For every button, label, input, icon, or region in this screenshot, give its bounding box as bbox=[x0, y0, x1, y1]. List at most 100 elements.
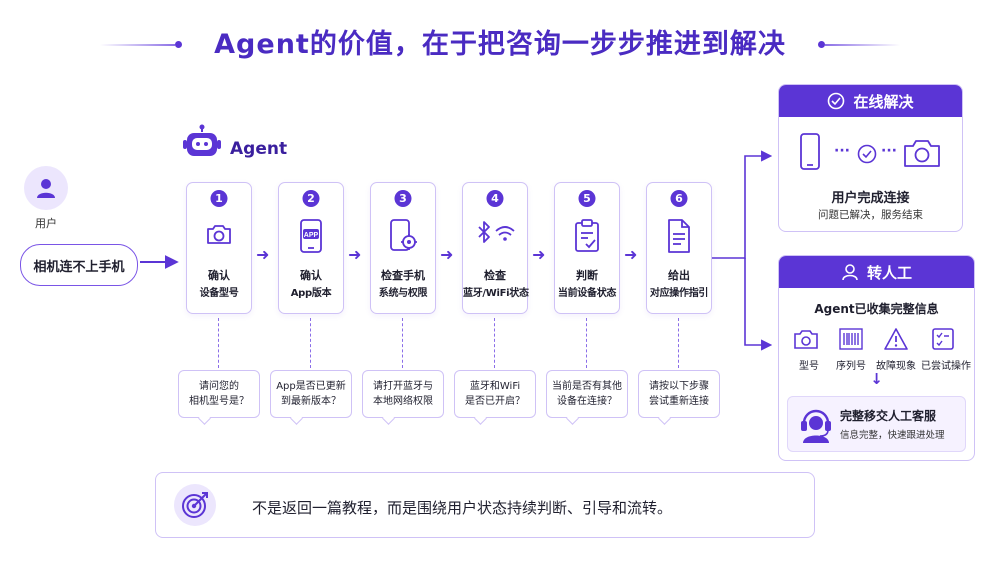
question-line: 本地网络权限 bbox=[373, 396, 433, 407]
title-dot-left bbox=[175, 41, 182, 48]
camera-icon bbox=[904, 140, 940, 167]
step-number: 4 bbox=[486, 190, 504, 207]
phone-settings-icon bbox=[390, 219, 417, 251]
step-card-1: 1 确认 设备型号 bbox=[186, 182, 252, 314]
step-number: 6 bbox=[670, 190, 688, 207]
document-icon bbox=[668, 219, 690, 253]
user-icon bbox=[37, 179, 55, 198]
dashed-connector bbox=[402, 318, 403, 368]
page-title: Agent的价值，在于把咨询一步步推进到解决 bbox=[214, 29, 786, 60]
step-card-2: 2 APP 确认 App版本 bbox=[278, 182, 344, 314]
person-icon bbox=[842, 264, 858, 281]
question-line: 请按以下步骤 bbox=[649, 381, 709, 392]
collected-info-title: Agent已收集完整信息 bbox=[814, 302, 939, 316]
step-title: 给出 bbox=[668, 269, 690, 282]
step-number: 5 bbox=[578, 190, 596, 207]
step-number: 1 bbox=[210, 190, 228, 207]
title-decoration-right bbox=[825, 44, 900, 46]
dashed-connector bbox=[310, 318, 311, 368]
camera-icon bbox=[794, 330, 818, 349]
step-card-3: 3 检查手机 系统与权限 bbox=[370, 182, 436, 314]
step-subtitle: 设备型号 bbox=[199, 288, 239, 299]
app-phone-icon: APP bbox=[300, 219, 322, 253]
question-line: 请问您的 bbox=[199, 381, 239, 392]
step-title: 判断 bbox=[576, 269, 598, 282]
svg-text:APP: APP bbox=[304, 232, 319, 239]
step-title: 检查 bbox=[484, 269, 506, 282]
summary-box bbox=[155, 472, 815, 538]
question-line: 设备在连接？ bbox=[557, 396, 617, 407]
step-number: 2 bbox=[302, 190, 320, 207]
step-title: 确认 bbox=[208, 269, 230, 282]
question-line: 当前是否有其他 bbox=[552, 381, 622, 392]
dashed-connector bbox=[586, 318, 587, 368]
checklist-icon bbox=[932, 328, 954, 350]
step-title: 检查手机 bbox=[381, 269, 425, 282]
step-arrow: ➜ bbox=[348, 245, 362, 264]
step-card-4: 4 检查 蓝牙/WiFi状态 bbox=[462, 182, 529, 314]
transfer-human-panel: 转人工 Agent已收集完整信息 型号 序列号 故障现象 已尝试操作 ↓ 完整移… bbox=[778, 255, 975, 461]
user-label: 用户 bbox=[35, 217, 57, 230]
question-line: 蓝牙和WiFi bbox=[469, 381, 521, 392]
step-subtitle: 当前设备状态 bbox=[557, 288, 617, 299]
step-subtitle: 系统与权限 bbox=[378, 288, 428, 299]
question-line: 到最新版本？ bbox=[281, 396, 341, 407]
human-agent-title: 完整移交人工客服 bbox=[840, 409, 937, 423]
warning-icon bbox=[884, 328, 908, 350]
question-line: 请打开蓝牙与 bbox=[373, 381, 433, 392]
summary-text: 不是返回一篇教程，而是围绕用户状态持续判断、引导和流转。 bbox=[252, 499, 673, 517]
agent-label: Agent bbox=[230, 139, 288, 159]
dashed-connector bbox=[678, 318, 679, 368]
phone-icon bbox=[800, 133, 820, 170]
check-circle-icon bbox=[828, 92, 845, 110]
dashed-connector bbox=[494, 318, 495, 368]
step-arrow: ➜ bbox=[440, 245, 454, 264]
step-subtitle: App版本 bbox=[290, 288, 332, 299]
robot-icon bbox=[183, 124, 221, 156]
headset-agent-icon bbox=[801, 409, 831, 443]
question-line: 尝试重新连接 bbox=[649, 396, 709, 407]
step-subtitle: 蓝牙/WiFi状态 bbox=[463, 288, 529, 299]
info-item-label: 故障现象 bbox=[876, 361, 916, 372]
check-circle-icon bbox=[857, 144, 877, 164]
question-bubble-1: 请问您的 相机型号是？ bbox=[178, 370, 260, 418]
step-card-5: 5 判断 当前设备状态 bbox=[554, 182, 620, 314]
user-avatar bbox=[24, 166, 68, 210]
target-icon bbox=[182, 492, 208, 518]
bluetooth-wifi-icon bbox=[478, 221, 515, 243]
target-icon-wrap bbox=[174, 484, 216, 526]
online-resolve-panel: 在线解决 ··· ··· 用户完成连接 问题已解决，服务结束 bbox=[778, 84, 963, 232]
info-item-label: 序列号 bbox=[836, 361, 866, 372]
online-panel-title: 在线解决 bbox=[853, 92, 914, 111]
step-arrow: ➜ bbox=[532, 245, 546, 264]
barcode-icon bbox=[839, 328, 863, 350]
camera-icon bbox=[207, 225, 231, 244]
user-message-bubble: 相机连不上手机 bbox=[20, 244, 138, 286]
step-arrow: ➜ bbox=[256, 245, 270, 264]
human-agent-card: 完整移交人工客服 信息完整，快速跟进处理 bbox=[787, 396, 966, 452]
dashed-connector bbox=[218, 318, 219, 368]
clipboard-check-icon bbox=[575, 219, 599, 252]
title-decoration-left bbox=[100, 44, 175, 46]
step-number: 3 bbox=[394, 190, 412, 207]
info-item-label: 型号 bbox=[799, 361, 819, 372]
title-dot-right bbox=[818, 41, 825, 48]
connection-dots-right: ··· bbox=[881, 143, 897, 159]
question-line: 相机型号是？ bbox=[189, 396, 249, 407]
question-bubble-6: 请按以下步骤 尝试重新连接 bbox=[638, 370, 720, 418]
down-arrow-icon: ↓ bbox=[870, 370, 883, 388]
online-result-subtitle: 问题已解决，服务结束 bbox=[818, 209, 923, 221]
question-bubble-4: 蓝牙和WiFi 是否已开启？ bbox=[454, 370, 536, 418]
question-bubble-3: 请打开蓝牙与 本地网络权限 bbox=[362, 370, 444, 418]
question-line: App是否已更新 bbox=[276, 381, 346, 392]
transfer-panel-title: 转人工 bbox=[866, 263, 912, 282]
online-panel-header: 在线解决 bbox=[779, 85, 962, 117]
connection-dots-left: ··· bbox=[834, 143, 850, 159]
question-bubble-5: 当前是否有其他 设备在连接？ bbox=[546, 370, 628, 418]
step-title: 确认 bbox=[300, 269, 322, 282]
human-agent-subtitle: 信息完整，快速跟进处理 bbox=[840, 430, 945, 441]
info-item-label: 已尝试操作 bbox=[921, 361, 971, 372]
step-subtitle: 对应操作指引 bbox=[649, 288, 709, 299]
transfer-panel-header: 转人工 bbox=[779, 256, 974, 288]
